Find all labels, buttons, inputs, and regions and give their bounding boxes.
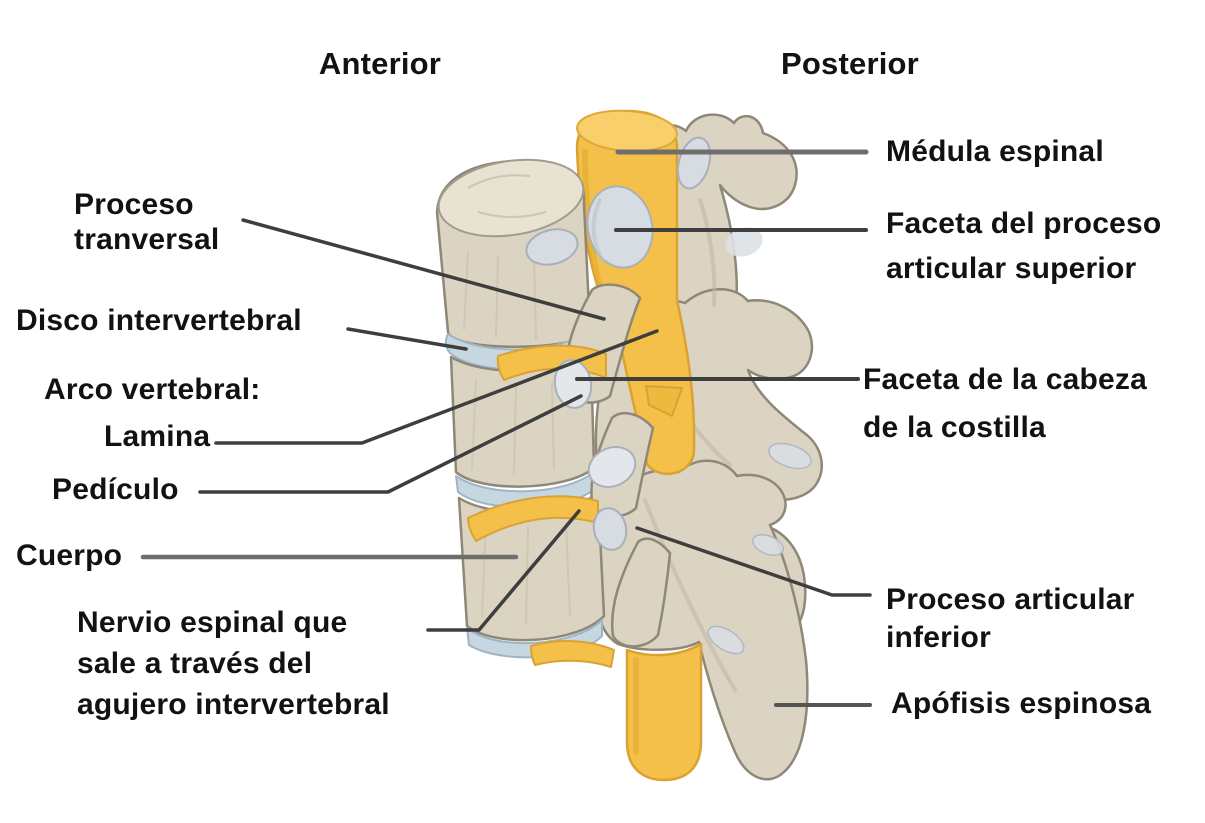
spinal-nerve-roots <box>467 344 683 668</box>
label-proceso-tranversal: Proceso tranversal <box>74 188 220 256</box>
label-lamina: Lamina <box>104 420 211 453</box>
orientation-label-anterior: Anterior <box>318 46 442 81</box>
leader-line-proceso-articular-inferior <box>635 526 872 597</box>
spinal-cord-lower <box>625 642 703 782</box>
leader-line-proceso-tranversal <box>241 218 606 321</box>
nerve-root-wedge <box>645 385 683 417</box>
vertebral-body-1-top-face <box>437 158 585 238</box>
nerve-root-3 <box>530 640 615 668</box>
label-pediculo: Pedículo <box>52 473 179 506</box>
leader-line-disco-intervertebral <box>346 327 468 351</box>
label-arco-vertebral: Arco vertebral: <box>44 373 261 406</box>
label-apofisis-espinosa: Apófisis espinosa <box>891 687 1152 720</box>
label-faceta-proceso-articular-superior: Faceta del proceso articular superior <box>886 207 1162 285</box>
label-cuerpo: Cuerpo <box>16 539 123 572</box>
facet-superior-articular <box>586 185 654 269</box>
label-disco-intervertebral: Disco intervertebral <box>16 304 302 337</box>
label-proceso-articular-inferior: Proceso articular inferior <box>886 583 1135 654</box>
leader-line-nervio-espinal <box>426 509 581 632</box>
orientation-label-posterior: Posterior <box>781 46 919 81</box>
label-nervio-espinal: Nervio espinal que sale a través del agu… <box>77 606 390 721</box>
leader-line-lamina <box>214 329 659 445</box>
label-faceta-cabeza-costilla: Faceta de la cabeza de la costilla <box>863 363 1147 444</box>
leader-line-pediculo <box>198 394 583 494</box>
leader-lines <box>140 149 872 707</box>
label-medula-espinal: Médula espinal <box>886 135 1104 168</box>
nerve-root-2 <box>467 495 599 542</box>
